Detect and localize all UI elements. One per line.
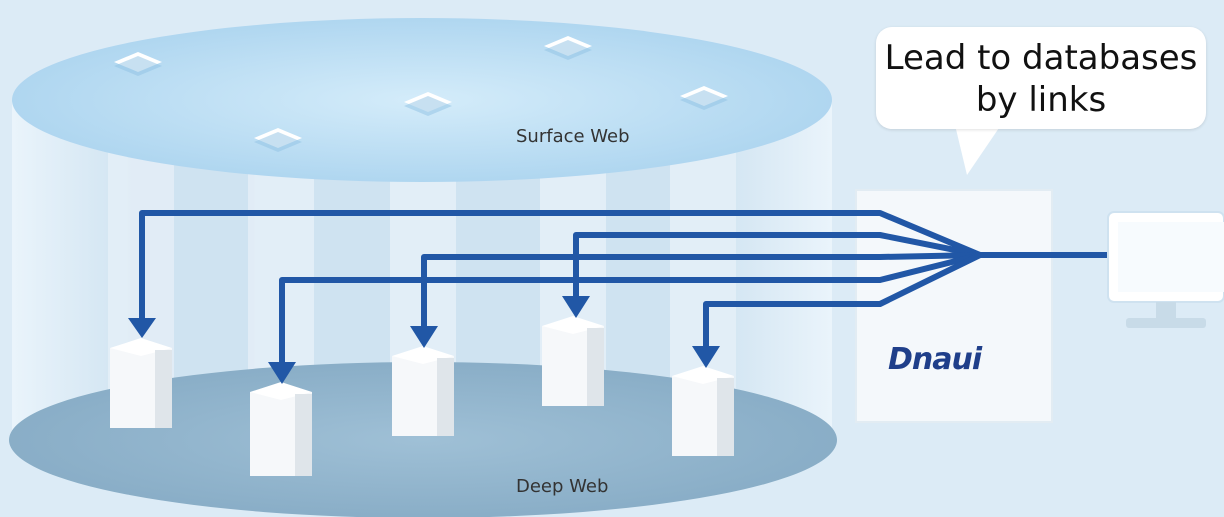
- link-arrows: [139, 210, 1108, 362]
- database-icon: [542, 316, 604, 406]
- callout-bubble: Lead to databases by links: [876, 27, 1206, 129]
- arrow-head: [692, 346, 720, 368]
- web-page-icon: [254, 128, 302, 152]
- deep-web-disc: [9, 362, 837, 517]
- arrow-head: [562, 296, 590, 318]
- web-page-icon: [544, 36, 592, 60]
- callout-line-2: by links: [975, 80, 1107, 120]
- computer-monitor-icon: [1107, 211, 1224, 328]
- web-page-icon: [680, 86, 728, 110]
- database-icon: [110, 338, 172, 428]
- web-page-icon: [114, 52, 162, 76]
- callout-text: Lead to databases by links: [876, 37, 1206, 121]
- surface-pages: [114, 36, 728, 152]
- link-arrow: [703, 252, 982, 346]
- callout-line-1: Lead to databases: [884, 38, 1198, 78]
- link-arrow: [573, 232, 981, 296]
- arrow-head: [410, 326, 438, 348]
- link-arrow: [139, 210, 982, 318]
- link-arrow: [421, 252, 981, 326]
- database-icon: [392, 346, 454, 436]
- link-arrow: [279, 252, 981, 362]
- deep-web-label: Deep Web: [516, 476, 609, 497]
- surface-web-label: Surface Web: [516, 126, 630, 147]
- arrow-head: [128, 318, 156, 338]
- arrow-head: [268, 362, 296, 384]
- database-icon: [672, 366, 734, 456]
- dnaui-logo: Dnaui: [888, 342, 982, 377]
- callout-tail: [955, 125, 1001, 175]
- dnaui-box: [855, 189, 1053, 423]
- database-icon: [250, 382, 312, 476]
- web-page-icon: [404, 92, 452, 116]
- databases: [110, 316, 734, 476]
- arrow-heads: [128, 296, 720, 384]
